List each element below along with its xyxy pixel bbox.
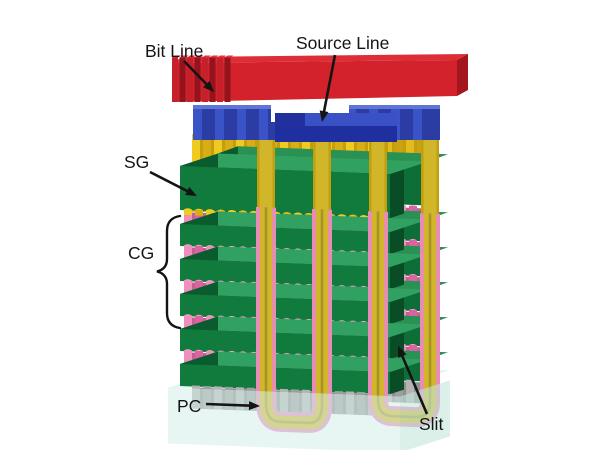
annotation-arrows [149, 54, 429, 415]
slit-label: Slit [419, 414, 443, 434]
bit-line-label: Bit Line [145, 41, 203, 61]
pc-label: PC [177, 396, 201, 416]
annotations: Bit Line Source Line SG CG PC Slit [124, 33, 443, 434]
cg-label: CG [128, 243, 154, 263]
sg-label: SG [124, 152, 149, 172]
bitline-sourceline-assembly [172, 54, 468, 142]
gate-stack [180, 130, 448, 433]
source-line-label: Source Line [296, 33, 389, 53]
cg-brace [156, 214, 182, 330]
